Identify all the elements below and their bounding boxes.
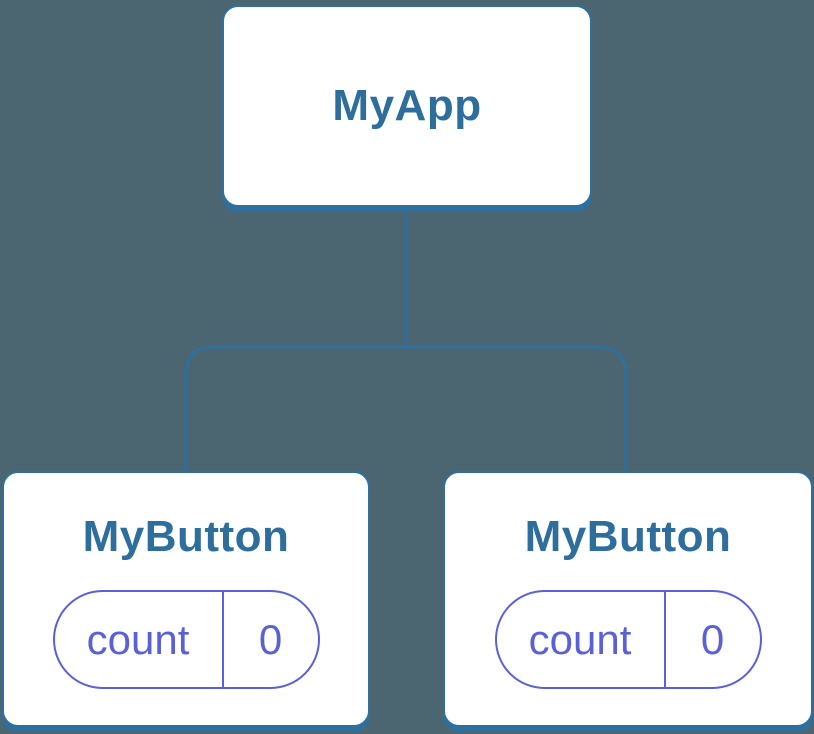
component-card-myapp: MyApp — [222, 5, 592, 207]
state-value: 0 — [663, 592, 760, 687]
branch-bracket-line — [184, 345, 628, 480]
component-card-mybutton-1: MyButton count 0 — [2, 471, 370, 727]
state-pill: count 0 — [52, 590, 320, 689]
state-key-label: count — [86, 615, 190, 663]
component-name-label: MyButton — [82, 512, 290, 561]
state-pill: count 0 — [494, 590, 762, 689]
state-value: 0 — [221, 592, 318, 687]
component-card-mybutton-2: MyButton count 0 — [443, 471, 813, 727]
component-name-label: MyButton — [524, 512, 732, 561]
component-name-label: MyApp — [332, 81, 482, 130]
state-key-label: count — [528, 615, 632, 663]
